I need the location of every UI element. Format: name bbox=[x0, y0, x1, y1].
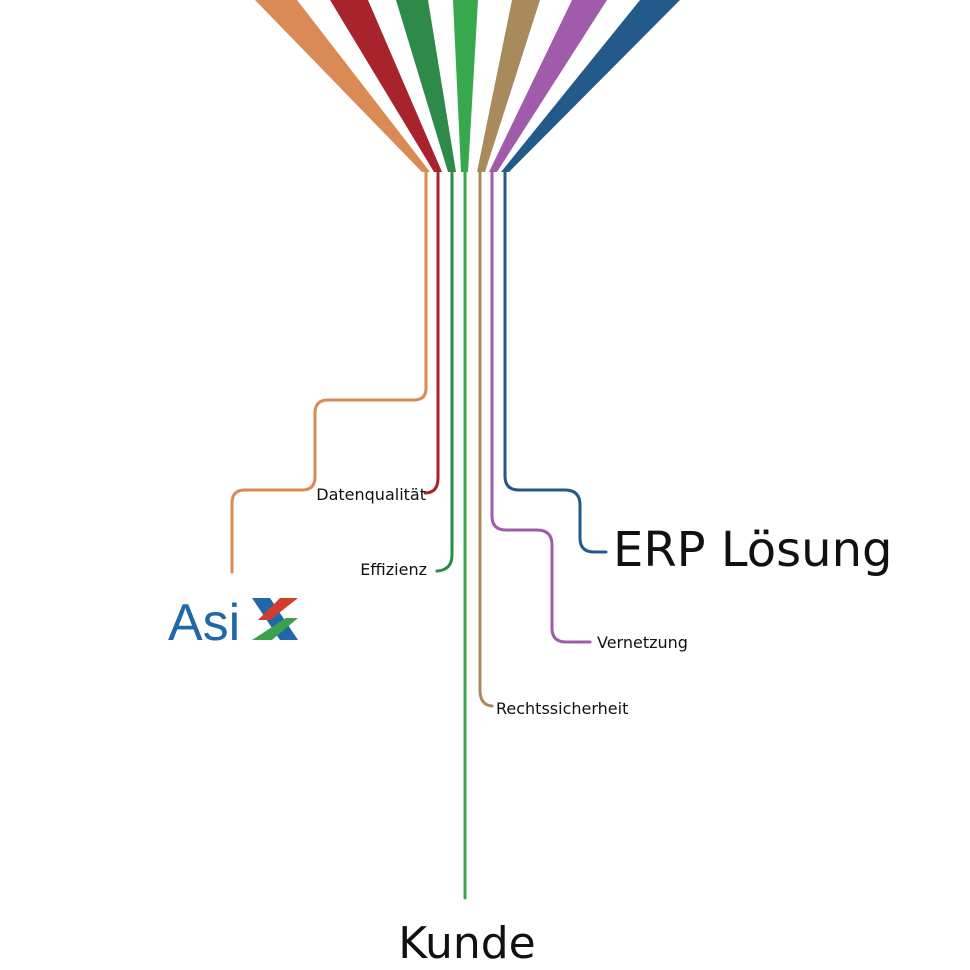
line-orange bbox=[230, 170, 428, 574]
logo-text: Asi bbox=[168, 594, 240, 652]
line-purple bbox=[490, 170, 592, 644]
x-mark-red-arm bbox=[258, 598, 298, 620]
asix-logo: Asi bbox=[168, 594, 298, 652]
labels: Datenqualität Effizienz ERP Lösung Verne… bbox=[316, 485, 892, 969]
ribbon-blue bbox=[501, 0, 680, 172]
label-rechtssicherheit: Rechtssicherheit bbox=[496, 699, 628, 718]
label-effizienz: Effizienz bbox=[360, 560, 427, 579]
x-mark-icon bbox=[252, 598, 298, 640]
x-mark-green-arm bbox=[252, 618, 298, 640]
ribbon-darkgreen bbox=[396, 0, 456, 172]
ribbon-brown bbox=[477, 0, 540, 172]
label-datenqualitaet: Datenqualität bbox=[316, 485, 426, 504]
line-red bbox=[423, 170, 440, 495]
ribbon-purple bbox=[489, 0, 607, 172]
ribbon-red bbox=[330, 0, 442, 172]
label-vernetzung: Vernetzung bbox=[597, 633, 688, 652]
label-erp-loesung: ERP Lösung bbox=[613, 522, 892, 578]
x-mark-blue-arm bbox=[252, 598, 298, 640]
line-darkgreen bbox=[435, 170, 454, 573]
top-ribbons bbox=[255, 0, 680, 172]
line-blue bbox=[503, 170, 608, 554]
label-kunde: Kunde bbox=[398, 918, 535, 969]
routed-lines bbox=[230, 170, 608, 900]
line-brown bbox=[478, 170, 494, 708]
ribbon-green bbox=[453, 0, 478, 172]
ribbon-orange bbox=[255, 0, 430, 172]
